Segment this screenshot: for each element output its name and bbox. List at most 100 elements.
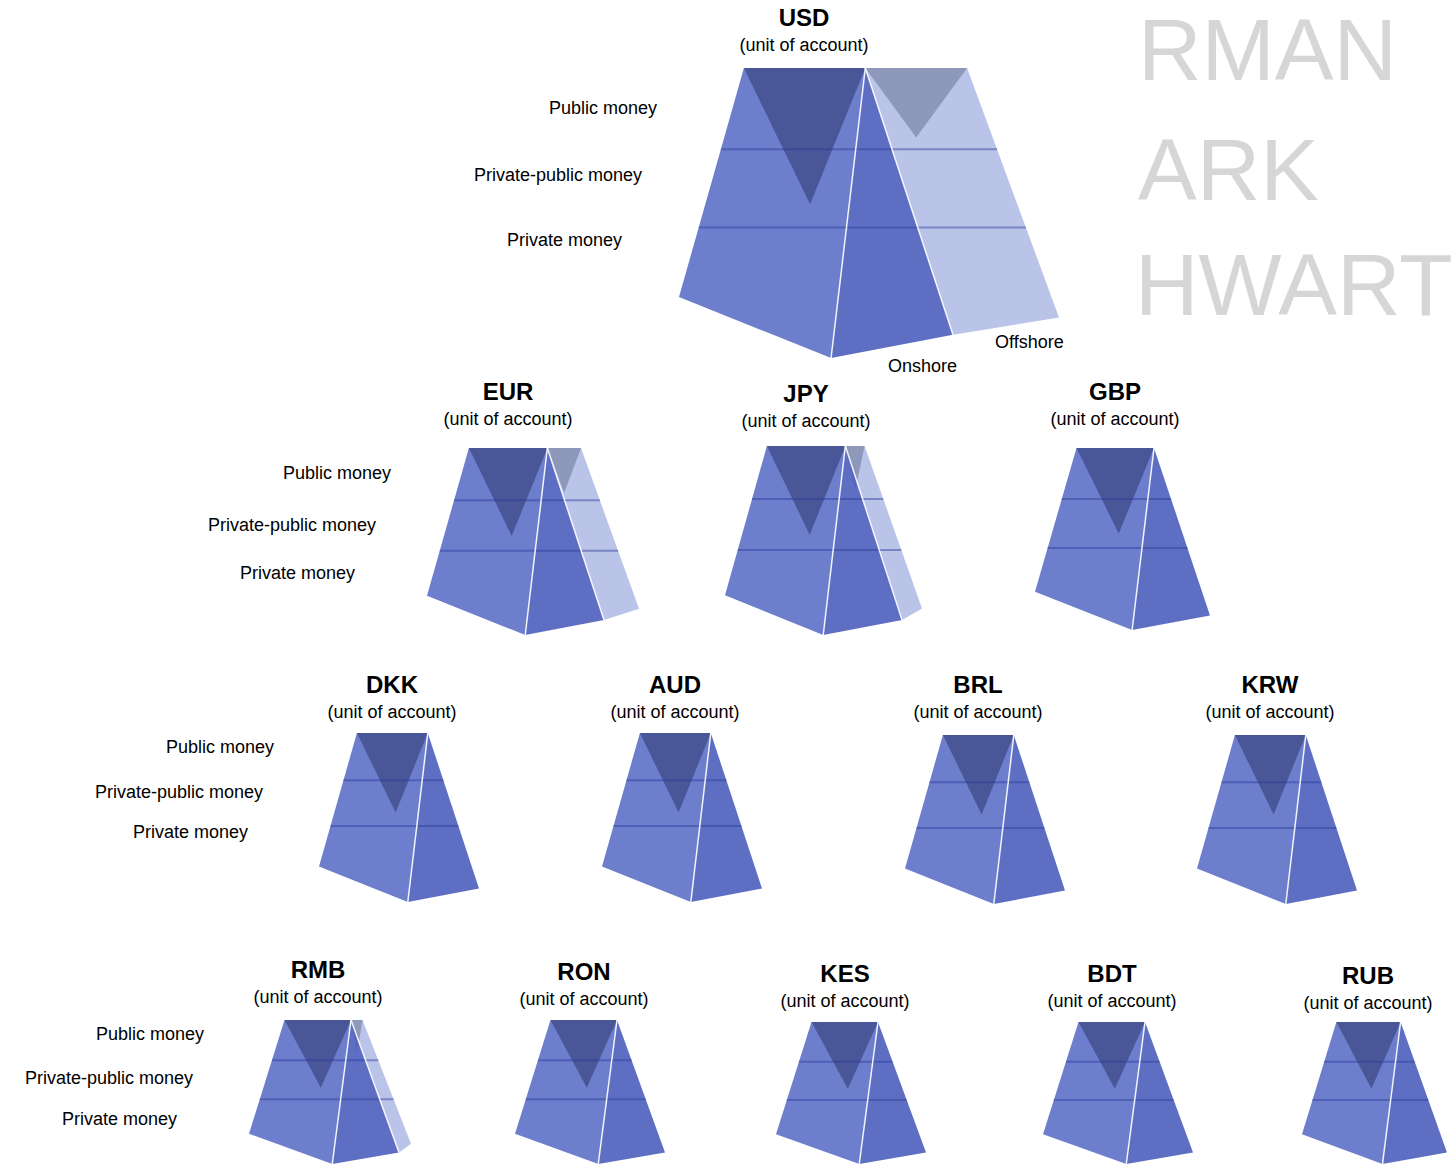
layer-line bbox=[330, 825, 458, 827]
back-triangle bbox=[285, 1020, 352, 1088]
currency-subtitle: (unit of account) bbox=[253, 986, 382, 1008]
currency-code: KES bbox=[780, 960, 909, 988]
layer-line bbox=[626, 779, 726, 781]
onshore-left-face bbox=[1043, 1022, 1145, 1164]
edge-line bbox=[599, 1020, 618, 1164]
currency-code: USD bbox=[739, 4, 868, 32]
layer-line bbox=[799, 1061, 893, 1063]
currency-prism: EUR(unit of account) bbox=[427, 378, 639, 635]
layer-line bbox=[454, 499, 600, 501]
currency-subtitle: (unit of account) bbox=[1050, 408, 1179, 430]
onshore-left-face bbox=[776, 1022, 878, 1164]
currency-heading: JPY(unit of account) bbox=[741, 380, 870, 432]
currency-code: RON bbox=[519, 958, 648, 986]
watermark: HWART bbox=[1135, 235, 1453, 335]
currency-heading: AUD(unit of account) bbox=[610, 671, 739, 723]
layer-line bbox=[260, 1098, 394, 1100]
currency-code: RUB bbox=[1303, 962, 1432, 990]
currency-code: JPY bbox=[741, 380, 870, 408]
currency-prism: BRL(unit of account) bbox=[905, 671, 1065, 904]
currency-code: GBP bbox=[1050, 378, 1179, 406]
prism-illustration bbox=[1302, 1022, 1449, 1166]
back-triangle bbox=[1076, 448, 1154, 534]
edge-line bbox=[408, 733, 428, 902]
layer-line bbox=[698, 227, 1025, 229]
currency-prism: KRW(unit of account) bbox=[1197, 671, 1357, 904]
onshore-left-face bbox=[1035, 448, 1154, 630]
onshore-right-face bbox=[599, 1020, 666, 1164]
prism-illustration bbox=[249, 1020, 413, 1166]
prism-illustration bbox=[679, 68, 1061, 360]
layer-label: Private money bbox=[507, 229, 622, 251]
layer-label: Public money bbox=[283, 462, 391, 484]
prism-illustration bbox=[725, 446, 924, 637]
edge-line bbox=[1382, 1022, 1400, 1164]
onshore-right-face bbox=[860, 1022, 927, 1164]
edge-line bbox=[1127, 1022, 1146, 1164]
layer-line bbox=[1221, 781, 1321, 783]
edge-line bbox=[1286, 735, 1306, 904]
edge-line bbox=[547, 448, 604, 620]
edge-line bbox=[823, 446, 845, 635]
currency-code: RMB bbox=[253, 956, 382, 984]
currency-heading: KES(unit of account) bbox=[780, 960, 909, 1012]
onshore-right-face bbox=[1286, 735, 1357, 904]
layer-label: Public money bbox=[96, 1023, 204, 1045]
layer-line bbox=[1054, 1099, 1174, 1101]
onshore-right-face bbox=[831, 68, 953, 358]
currency-subtitle: (unit of account) bbox=[519, 988, 648, 1010]
currency-subtitle: (unit of account) bbox=[443, 408, 572, 430]
currency-heading: KRW(unit of account) bbox=[1205, 671, 1334, 723]
layer-label: Private money bbox=[240, 562, 355, 584]
currency-heading: RMB(unit of account) bbox=[253, 956, 382, 1008]
onshore-right-face bbox=[1132, 448, 1210, 630]
onshore-left-face bbox=[319, 733, 428, 902]
back-triangle bbox=[469, 448, 548, 536]
layer-line bbox=[272, 1059, 378, 1061]
currency-prism: JPY(unit of account) bbox=[725, 380, 922, 635]
prism-illustration bbox=[515, 1020, 667, 1166]
edge-line bbox=[831, 68, 865, 358]
layer-line bbox=[1208, 827, 1336, 829]
onshore-right-face bbox=[691, 733, 762, 902]
prism-illustration bbox=[319, 733, 481, 904]
prism-illustration bbox=[602, 733, 764, 904]
edge-line bbox=[351, 1020, 399, 1152]
currency-code: EUR bbox=[443, 378, 572, 406]
currency-subtitle: (unit of account) bbox=[1047, 990, 1176, 1012]
onshore-right-face bbox=[408, 733, 479, 902]
currency-prism: USD(unit of account) bbox=[679, 4, 1059, 358]
layer-line bbox=[1047, 547, 1187, 549]
currency-code: BRL bbox=[913, 671, 1042, 699]
currency-subtitle: (unit of account) bbox=[1205, 701, 1334, 723]
layer-line bbox=[929, 781, 1029, 783]
currency-code: BDT bbox=[1047, 960, 1176, 988]
currency-prism: RON(unit of account) bbox=[515, 958, 665, 1164]
currency-prism: BDT(unit of account) bbox=[1043, 960, 1193, 1164]
layer-line bbox=[526, 1098, 646, 1100]
onshore-right-face bbox=[994, 735, 1065, 904]
currency-code: DKK bbox=[327, 671, 456, 699]
edge-line bbox=[994, 735, 1014, 904]
onshore-right-face bbox=[333, 1020, 400, 1164]
onshore-left-face bbox=[515, 1020, 617, 1164]
currency-code: KRW bbox=[1205, 671, 1334, 699]
back-triangle bbox=[743, 68, 864, 204]
currency-prism: RUB(unit of account) bbox=[1302, 962, 1447, 1164]
layer-line bbox=[787, 1099, 907, 1101]
currency-heading: GBP(unit of account) bbox=[1050, 378, 1179, 430]
layer-label: Public money bbox=[549, 97, 657, 119]
watermark: ARK bbox=[1138, 120, 1319, 220]
currency-subtitle: (unit of account) bbox=[741, 410, 870, 432]
currency-code: AUD bbox=[610, 671, 739, 699]
onshore-left-face bbox=[602, 733, 711, 902]
edge-line bbox=[845, 446, 902, 620]
onshore-left-face bbox=[249, 1020, 351, 1164]
currency-prism: GBP(unit of account) bbox=[1035, 378, 1210, 630]
currency-subtitle: (unit of account) bbox=[610, 701, 739, 723]
onshore-right-face bbox=[1382, 1022, 1447, 1164]
currency-heading: EUR(unit of account) bbox=[443, 378, 572, 430]
currency-heading: USD(unit of account) bbox=[739, 4, 868, 56]
onshore-right-face bbox=[525, 448, 604, 635]
layer-line bbox=[1324, 1061, 1415, 1063]
